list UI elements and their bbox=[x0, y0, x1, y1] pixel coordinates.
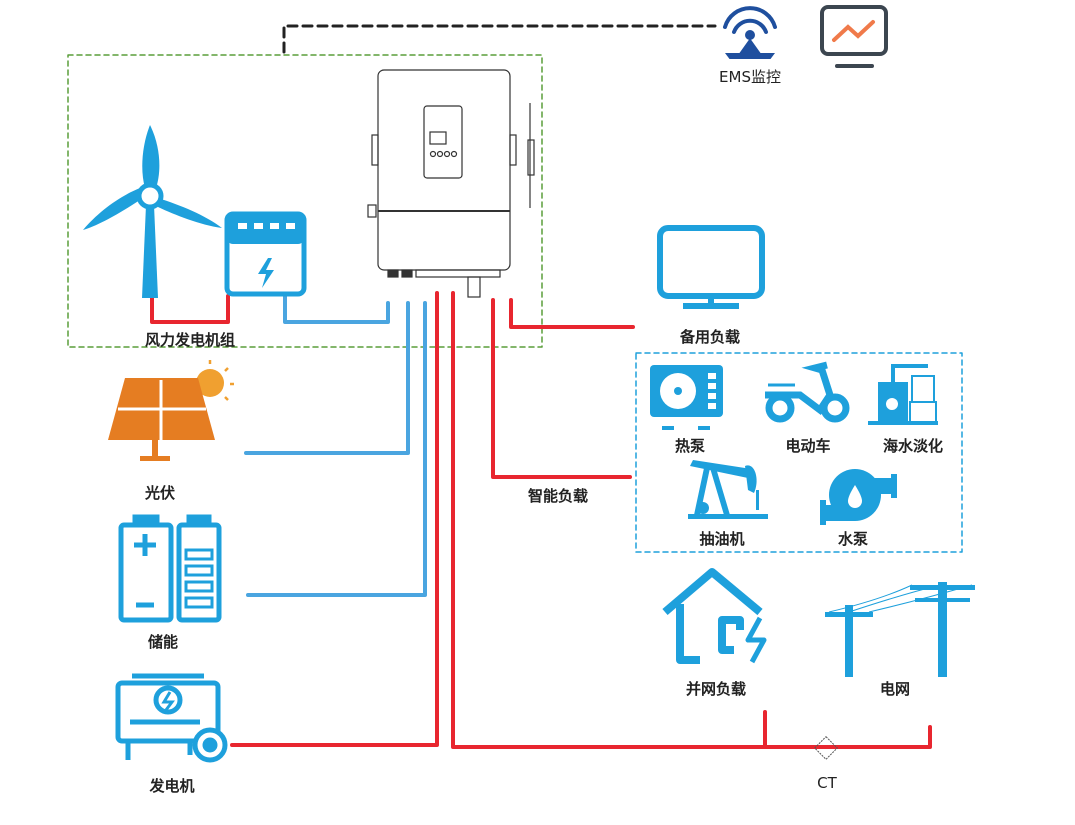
ems-label: EMS监控 bbox=[719, 68, 781, 86]
electric-scooter-icon bbox=[765, 361, 850, 423]
generator-label: 发电机 bbox=[149, 777, 195, 795]
house-charging-icon bbox=[662, 568, 767, 664]
backup-load-label: 备用负载 bbox=[679, 328, 741, 346]
pv-label: 光伏 bbox=[144, 484, 176, 502]
inverter-icon bbox=[367, 69, 535, 298]
ct-label: CT bbox=[817, 774, 837, 792]
desalination-icon bbox=[868, 364, 938, 425]
desalination-label: 海水淡化 bbox=[882, 437, 944, 455]
wind-line bbox=[283, 294, 390, 324]
smart-load-group-boundary bbox=[635, 352, 963, 553]
pv-line bbox=[244, 301, 410, 455]
smart-load-line bbox=[491, 298, 632, 479]
power-pole-icon bbox=[825, 582, 975, 677]
ev-label: 电动车 bbox=[785, 437, 831, 455]
pumpjack-label: 抽油机 bbox=[699, 530, 745, 548]
water-pump-icon bbox=[820, 469, 897, 525]
backup-load-line bbox=[509, 298, 635, 329]
monitoring-screen-icon bbox=[820, 5, 888, 68]
heat-pump-label: 热泵 bbox=[674, 437, 706, 455]
wind-controller-icon bbox=[224, 211, 307, 297]
water-pump-label: 水泵 bbox=[837, 530, 869, 548]
ems-antenna-icon bbox=[723, 6, 777, 59]
turbine-controller-line bbox=[150, 294, 230, 324]
ems-link-line bbox=[282, 24, 717, 54]
solar-panel-icon bbox=[108, 360, 234, 461]
smart-load-label: 智能负载 bbox=[527, 487, 589, 505]
monitor-icon bbox=[657, 225, 765, 309]
generator-line bbox=[230, 291, 439, 747]
grid-load-label: 并网负载 bbox=[685, 680, 747, 698]
storage-label: 储能 bbox=[147, 633, 179, 651]
battery-icon bbox=[118, 514, 222, 623]
pumpjack-icon bbox=[688, 460, 768, 519]
wind-turbine-icon bbox=[83, 125, 222, 298]
grid-line bbox=[451, 291, 932, 749]
generator-icon bbox=[115, 673, 228, 763]
heat-pump-icon bbox=[650, 365, 723, 430]
storage-line bbox=[246, 301, 427, 597]
ct-sensor-icon bbox=[813, 735, 839, 761]
wind-system-boundary bbox=[67, 54, 543, 348]
wind-label: 风力发电机组 bbox=[144, 331, 236, 349]
grid-label: 电网 bbox=[879, 680, 911, 698]
